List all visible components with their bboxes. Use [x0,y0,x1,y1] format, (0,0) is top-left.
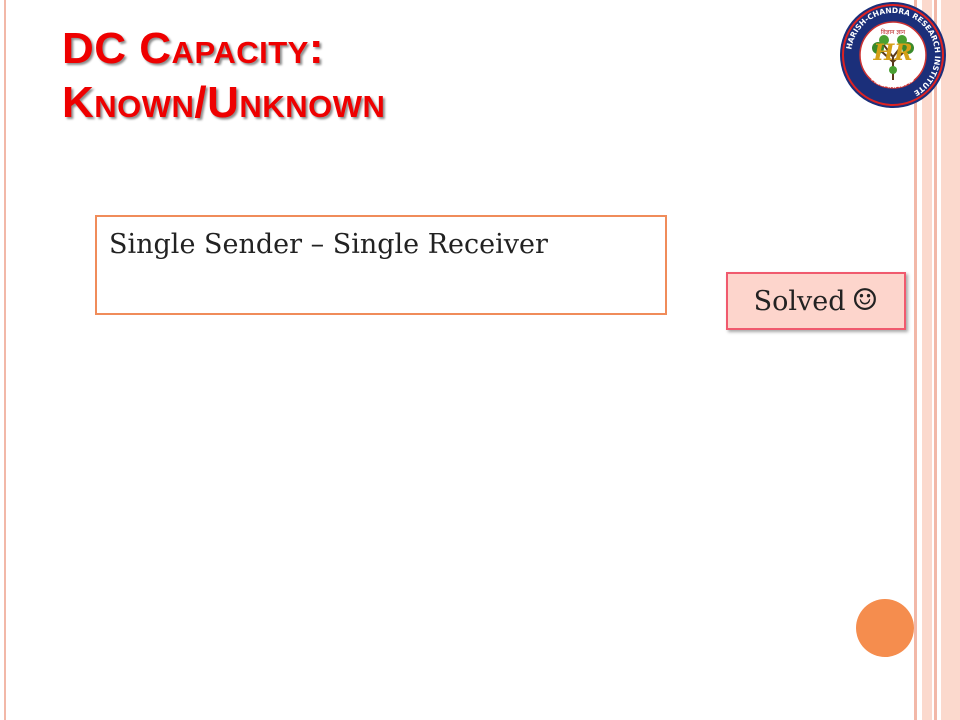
badge-label: Solved [753,285,846,317]
stripe [914,0,917,720]
right-decorative-stripes [914,0,960,720]
seal-inner-text: विज्ञान ज्ञान [881,28,906,36]
slide-title: DC Capacity: Known/Unknown [62,22,762,130]
title-line-2: Known/Unknown [62,78,386,127]
stripe [922,0,932,720]
solved-badge: Solved ☺ [726,272,906,330]
smiley-icon: ☺ [851,283,879,318]
stripe [934,0,937,720]
content-box: Single Sender – Single Receiver [95,215,667,315]
decorative-orange-circle [856,599,914,657]
tree-icon [872,35,914,80]
left-border-line [4,0,6,720]
seal-red-ring [842,4,944,106]
content-text: Single Sender – Single Receiver [109,229,548,260]
title-line-1: DC Capacity: [62,24,324,73]
seal-monogram: HR [872,40,912,66]
institute-seal-logo: HARISH-CHANDRA RESEARCH INSTITUTE विज्ञा… [840,2,946,108]
stripe [941,0,960,720]
